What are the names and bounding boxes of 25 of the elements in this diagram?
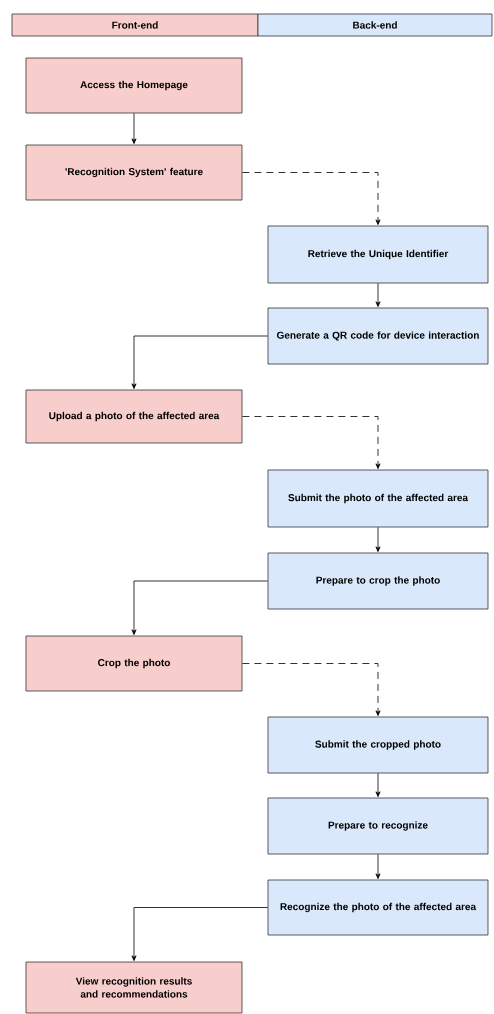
process-box: Crop the photo <box>25 635 243 692</box>
arrow <box>242 172 381 225</box>
arrow <box>375 527 381 552</box>
arrow <box>242 663 381 716</box>
process-box: 'Recognition System' feature <box>25 144 243 201</box>
process-box: Generate a QR code for device interaction <box>267 307 489 365</box>
arrow <box>375 773 381 797</box>
arrow <box>375 283 381 307</box>
process-box: View recognition results and recommendations <box>25 961 243 1014</box>
process-box: Recognize the photo of the affected area <box>267 879 489 936</box>
process-box: Submit the photo of the affected area <box>267 469 489 528</box>
lane-header: Back-end <box>257 13 493 37</box>
arrow <box>131 335 268 389</box>
arrow <box>242 416 381 469</box>
process-box: Prepare to recognize <box>267 797 489 855</box>
arrow <box>131 580 268 635</box>
process-box: Submit the cropped photo <box>267 716 489 774</box>
process-box: Retrieve the Unique Identifier <box>267 225 489 284</box>
process-box: Prepare to crop the photo <box>267 552 489 610</box>
process-box: Upload a photo of the affected area <box>25 389 243 444</box>
arrow <box>131 907 268 961</box>
process-box: Access the Homepage <box>25 57 243 114</box>
arrow <box>375 854 381 879</box>
arrow <box>131 113 137 144</box>
lane-header: Front-end <box>11 13 259 37</box>
